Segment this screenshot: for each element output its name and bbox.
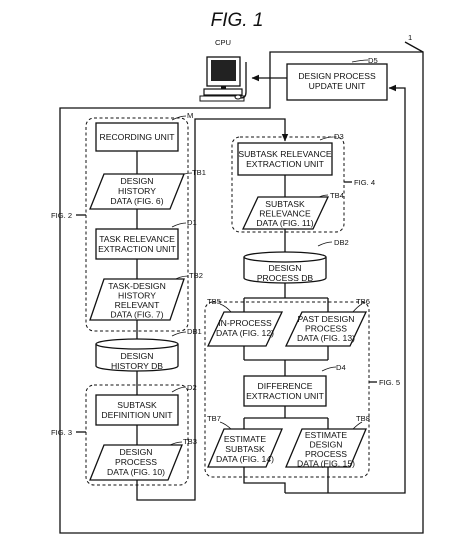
task-design-history-relevant-data-parallelogram	[89, 278, 185, 321]
recording-unit-label: RECORDING UNIT	[100, 132, 176, 142]
estimate-design-process-data-parallelogram	[285, 428, 367, 468]
fig4-group-box	[231, 136, 345, 233]
fig3-group-label: FIG. 3	[51, 428, 72, 437]
design-history-db-cylinder	[95, 338, 179, 372]
tb4-ref: TB4	[330, 191, 344, 200]
design-process-update-unit-box	[286, 63, 388, 101]
design-history-data-parallelogram	[89, 173, 185, 210]
tb6-ref: TB6	[356, 297, 370, 306]
d1-ref: D1	[187, 218, 197, 227]
cpu-label: CPU	[215, 38, 231, 47]
system-ref-leader	[404, 41, 424, 53]
subtask-relevance-extraction-unit-box	[237, 142, 333, 176]
fig4-group-label: FIG. 4	[354, 178, 375, 187]
task-relevance-extraction-unit-box	[95, 228, 179, 260]
recording-unit-ref: M	[187, 111, 193, 120]
difference-extraction-unit-box	[243, 375, 327, 407]
estimate-subtask-data-parallelogram	[207, 428, 283, 468]
fig5-group-box	[204, 301, 370, 478]
figure-title: FIG. 1	[211, 10, 264, 31]
subtask-relevance-data-parallelogram	[241, 196, 330, 230]
cpu-computer-icon	[199, 56, 247, 102]
recording-unit-box	[95, 122, 179, 152]
db2-ref: DB2	[334, 238, 349, 247]
system-ref: 1	[408, 33, 412, 42]
d5-ref: D5	[368, 56, 378, 65]
d3-ref: D3	[334, 132, 344, 141]
d4-ref: D4	[336, 363, 346, 372]
connectors	[136, 74, 406, 501]
fig2-group-label: FIG. 2	[51, 211, 72, 220]
db1-ref: DB1	[187, 327, 202, 336]
tb1-ref: TB1	[192, 168, 206, 177]
design-process-db-cylinder	[243, 251, 327, 284]
in-process-data-parallelogram	[206, 311, 284, 347]
tb2-ref: TB2	[189, 271, 203, 280]
subtask-definition-unit-box	[95, 394, 179, 426]
fig5-group-label: FIG. 5	[379, 378, 400, 387]
tb3-ref: TB3	[183, 437, 197, 446]
tb7-ref: TB7	[207, 414, 221, 423]
d2-ref: D2	[187, 383, 197, 392]
tb8-ref: TB8	[356, 414, 370, 423]
tb5-ref: TB5	[207, 297, 221, 306]
design-process-data-parallelogram	[89, 444, 183, 481]
past-design-process-data-parallelogram	[284, 311, 368, 347]
